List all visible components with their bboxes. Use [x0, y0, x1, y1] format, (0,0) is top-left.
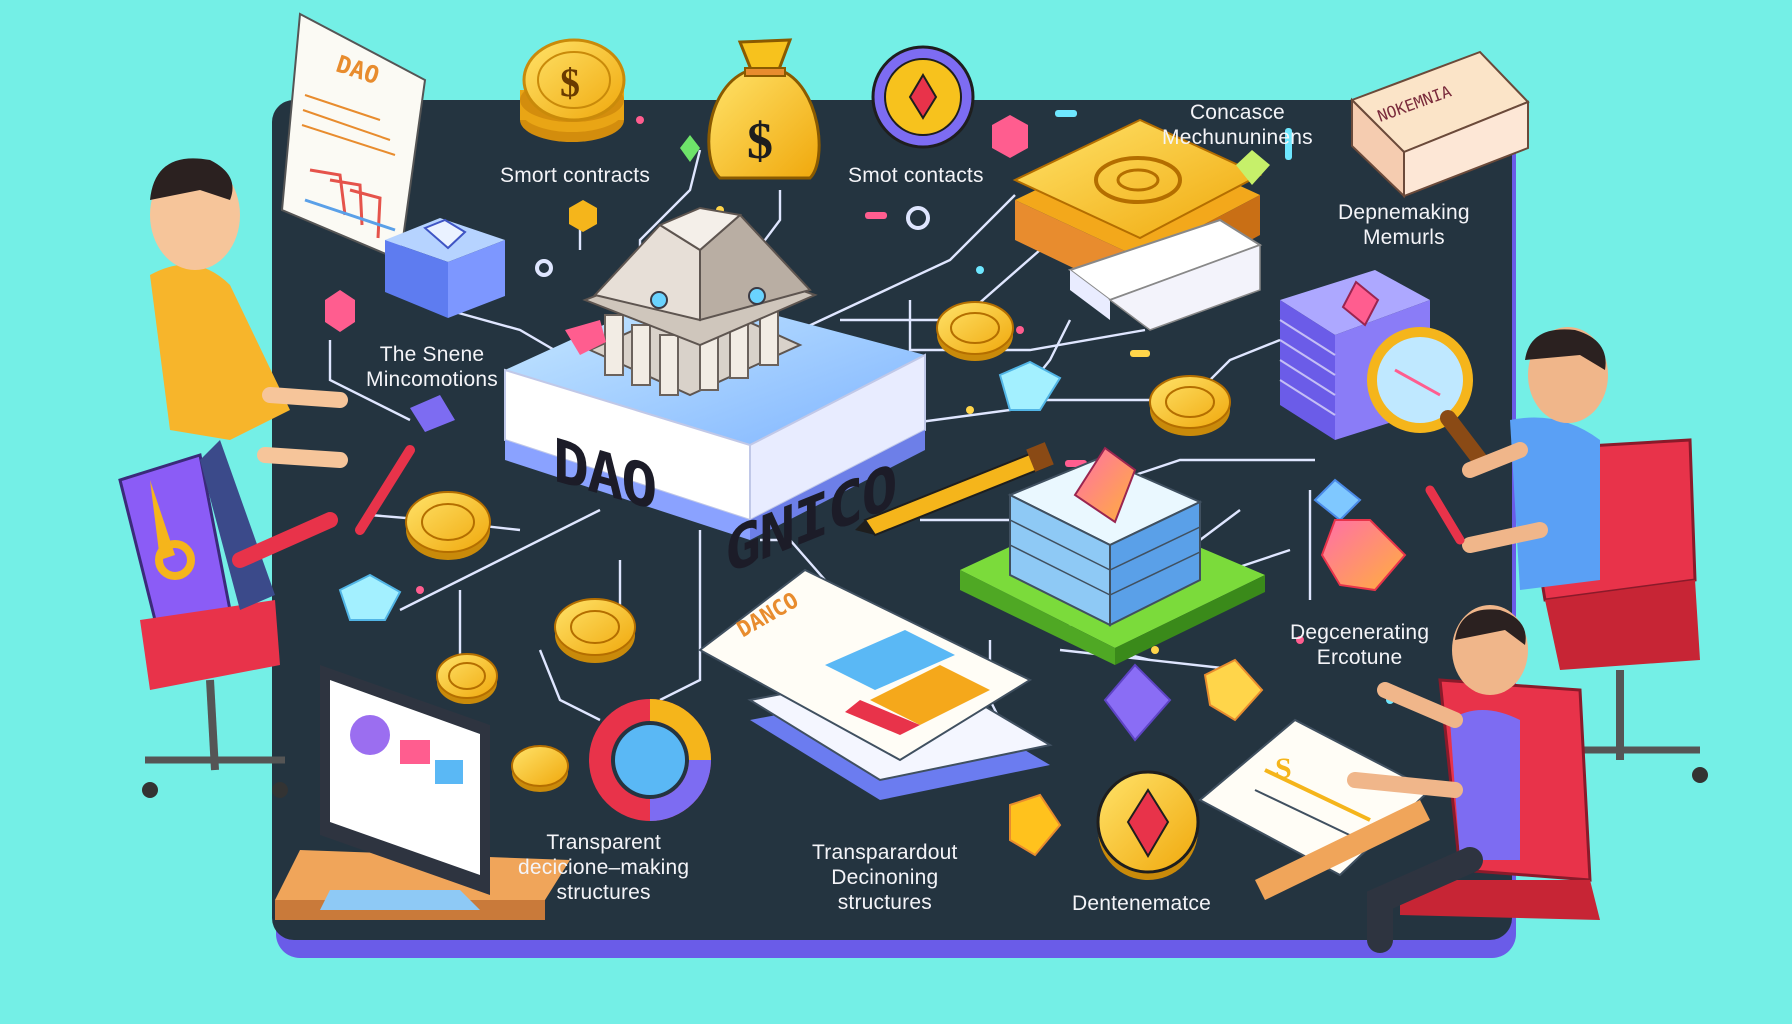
label-shared: The Snene Mincomotions [366, 343, 498, 391]
ethereum-coin-icon [871, 45, 975, 149]
bank-building-icon [582, 206, 818, 397]
pie-ring [589, 699, 711, 821]
paper-stack [1067, 218, 1263, 331]
dao-document [280, 12, 427, 262]
person-right-bottom [1347, 605, 1600, 953]
crypto-cube [385, 218, 505, 318]
label-decision-making: Depnemaking Memurls [1338, 201, 1470, 249]
pen-icon [855, 442, 1054, 537]
person-right-top [1425, 327, 1708, 783]
gear-icon [155, 540, 195, 580]
coin-icons [405, 301, 1231, 792]
money-bag-icon [707, 38, 821, 180]
computer-icon [275, 665, 570, 920]
label-smart-contracts-left: Smort contracts [500, 164, 651, 187]
money-bag-symbol: $ [747, 113, 773, 170]
note-symbol: S [1275, 752, 1292, 785]
label-transparent-mid: Transparardout Decinoning structures [812, 841, 958, 914]
label-smart-contracts-right: Smot contacts [848, 164, 984, 187]
office-building-icon [960, 446, 1265, 665]
pen-icon [355, 445, 415, 535]
label-denten: Dentenematce [1072, 892, 1211, 915]
label-transparent-left: Transparent decicione–making structures [518, 831, 690, 904]
dollar-coin-icon: $ [560, 60, 580, 105]
coin-stack-icon [520, 38, 626, 142]
gear-icon [535, 206, 930, 277]
report-document [698, 568, 1053, 800]
label-degenerating: Degcenerating Ercotune [1290, 621, 1430, 669]
note-document [1198, 718, 1432, 900]
ethereum-coin-icon [1096, 770, 1200, 880]
ballot-box [1350, 50, 1530, 199]
magnifier-icon [1367, 327, 1488, 468]
label-consensus: Concasce Mechununinens [1162, 101, 1313, 149]
gem-icons [325, 115, 1407, 857]
